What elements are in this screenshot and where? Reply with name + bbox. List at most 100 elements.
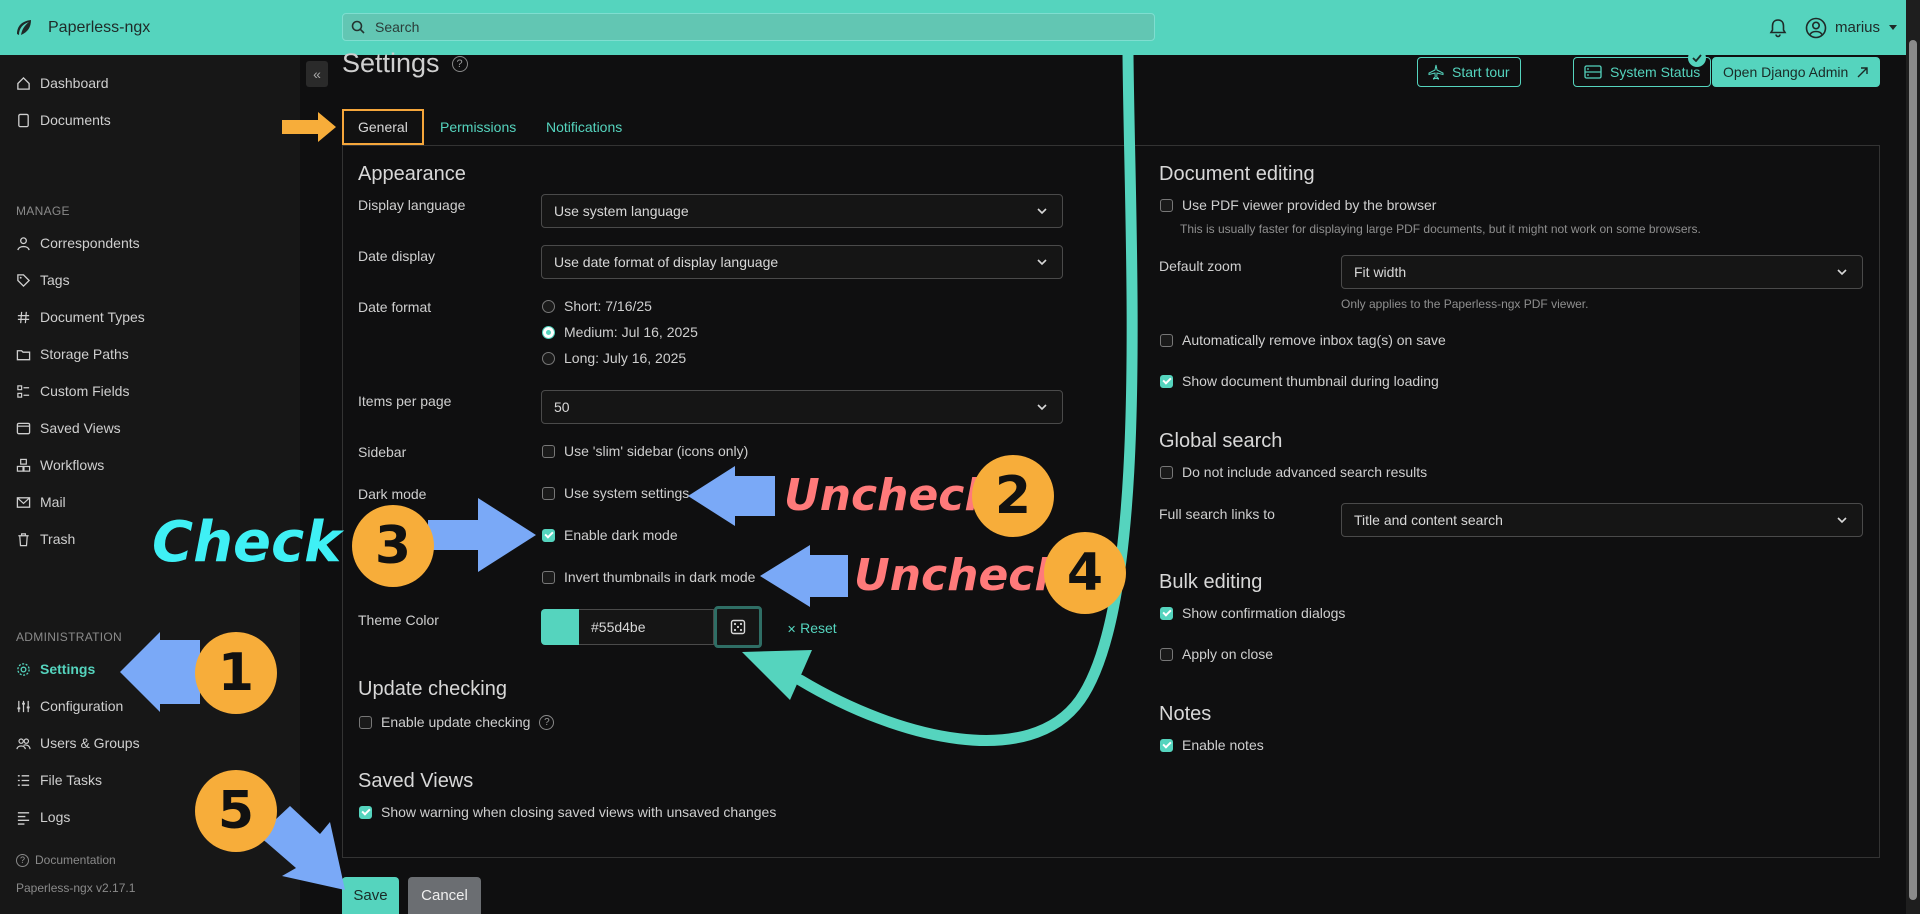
enable-notes-row[interactable]: Enable notes — [1160, 737, 1264, 753]
enable-dark-mode-checkbox-row[interactable]: Enable dark mode — [542, 527, 678, 543]
display-language-value: Use system language — [554, 203, 689, 219]
list-task-icon — [17, 774, 30, 786]
user-menu[interactable]: marius — [1805, 17, 1898, 39]
sidebar-item-tags[interactable]: Tags — [16, 272, 70, 288]
date-format-long-radio[interactable]: Long: July 16, 2025 — [542, 350, 686, 366]
full-search-links-label: Full search links to — [1159, 506, 1275, 522]
search-box[interactable] — [342, 13, 1155, 41]
tab-general[interactable]: General — [342, 109, 424, 145]
date-display-select[interactable]: Use date format of display language — [541, 245, 1063, 279]
sidebar-item-dashboard[interactable]: Dashboard — [16, 75, 109, 91]
hash-icon — [17, 311, 30, 323]
radio-button-selected[interactable] — [542, 325, 555, 339]
sidebar-item-logs[interactable]: Logs — [16, 809, 70, 825]
tab-notifications[interactable]: Notifications — [546, 119, 623, 135]
question-circle-icon[interactable]: ? — [539, 714, 555, 730]
sidebar-item-label: Workflows — [40, 457, 105, 473]
use-system-settings-checkbox[interactable] — [542, 486, 555, 500]
confirmation-dialogs-row[interactable]: Show confirmation dialogs — [1160, 605, 1345, 621]
open-django-admin-button[interactable]: Open Django Admin — [1712, 57, 1881, 87]
date-format-medium-radio[interactable]: Medium: Jul 16, 2025 — [542, 324, 698, 340]
sidebar-item-users-groups[interactable]: Users & Groups — [16, 735, 140, 751]
enable-notes-label: Enable notes — [1182, 737, 1264, 753]
global-search-heading: Global search — [1159, 430, 1283, 452]
saved-views-warning-row[interactable]: Show warning when closing saved views wi… — [359, 804, 776, 820]
pdf-viewer-label: Use PDF viewer provided by the browser — [1182, 197, 1437, 213]
random-color-button[interactable] — [714, 606, 762, 648]
sliders-icon — [17, 700, 30, 712]
enable-update-checking-row[interactable]: Enable update checking ? — [359, 714, 555, 730]
sidebar-item-file-tasks[interactable]: File Tasks — [16, 772, 102, 788]
default-zoom-select[interactable]: Fit width — [1341, 255, 1863, 289]
document-editing-heading: Document editing — [1159, 163, 1315, 185]
scrollbar-thumb[interactable] — [1909, 40, 1917, 900]
page-title-text: Settings — [342, 48, 440, 78]
use-system-settings-checkbox-row[interactable]: Use system settings — [542, 485, 689, 501]
app-brand[interactable]: Paperless-ngx — [14, 0, 150, 55]
slim-sidebar-checkbox[interactable] — [542, 444, 555, 458]
help-icon[interactable]: ? — [451, 55, 468, 72]
theme-color-swatch[interactable] — [541, 609, 579, 645]
sidebar-item-label: Correspondents — [40, 235, 140, 251]
sidebar-item-mail[interactable]: Mail — [16, 494, 66, 510]
ui-checks-icon — [17, 384, 30, 398]
sidebar-item-settings[interactable]: Settings — [16, 661, 95, 677]
auto-remove-inbox-checkbox[interactable] — [1160, 333, 1173, 347]
start-tour-button[interactable]: Start tour — [1417, 57, 1521, 87]
reset-theme-color-link[interactable]: ✕ Reset — [787, 620, 837, 636]
search-input[interactable] — [373, 18, 1133, 36]
display-language-select[interactable]: Use system language — [541, 194, 1063, 228]
date-display-label: Date display — [358, 248, 436, 264]
system-status-label: System Status — [1610, 64, 1701, 80]
invert-thumbnails-checkbox-row[interactable]: Invert thumbnails in dark mode — [542, 569, 755, 585]
apply-on-close-row[interactable]: Apply on close — [1160, 646, 1273, 662]
enable-notes-checkbox[interactable] — [1160, 738, 1173, 752]
no-advanced-search-checkbox[interactable] — [1160, 465, 1173, 479]
show-thumbnail-checkbox[interactable] — [1160, 374, 1173, 388]
pdf-viewer-checkbox[interactable] — [1160, 198, 1173, 212]
show-thumbnail-row[interactable]: Show document thumbnail during loading — [1160, 373, 1439, 389]
cancel-button[interactable]: Cancel — [408, 877, 481, 914]
sidebar-item-label: Document Types — [40, 309, 145, 325]
sidebar-item-custom-fields[interactable]: Custom Fields — [16, 383, 129, 399]
items-per-page-select[interactable]: 50 — [541, 390, 1063, 424]
reset-label: Reset — [800, 620, 837, 636]
sidebar-item-label: File Tasks — [40, 772, 102, 788]
sidebar-item-workflows[interactable]: Workflows — [16, 457, 104, 473]
enable-update-checking-checkbox[interactable] — [359, 715, 372, 729]
slim-sidebar-checkbox-row[interactable]: Use 'slim' sidebar (icons only) — [542, 443, 748, 459]
arrow-up-right-icon — [1857, 66, 1869, 77]
full-search-links-select[interactable]: Title and content search — [1341, 503, 1863, 537]
saved-views-warning-checkbox[interactable] — [359, 805, 372, 819]
radio-button[interactable] — [542, 299, 555, 313]
no-advanced-search-row[interactable]: Do not include advanced search results — [1160, 464, 1427, 480]
collapse-sidebar-button[interactable]: « — [306, 61, 328, 87]
bell-icon[interactable] — [1769, 18, 1787, 38]
sidebar-item-saved-views[interactable]: Saved Views — [16, 420, 121, 436]
sidebar-item-storage-paths[interactable]: Storage Paths — [16, 346, 129, 362]
scrollbar[interactable] — [1906, 0, 1920, 914]
pdf-viewer-row[interactable]: Use PDF viewer provided by the browser — [1160, 197, 1436, 213]
date-format-short-radio[interactable]: Short: 7/16/25 — [542, 298, 652, 314]
radio-button[interactable] — [542, 351, 555, 365]
theme-color-input[interactable]: #55d4be — [579, 609, 714, 645]
manage-heading: MANAGE — [16, 204, 70, 218]
confirmation-dialogs-checkbox[interactable] — [1160, 606, 1173, 620]
save-button[interactable]: Save — [342, 877, 399, 914]
apply-on-close-checkbox[interactable] — [1160, 647, 1173, 661]
tab-permissions[interactable]: Permissions — [440, 119, 517, 135]
sidebar-item-document-types[interactable]: Document Types — [16, 309, 145, 325]
documentation-link[interactable]: ? Documentation — [16, 853, 116, 867]
enable-dark-mode-checkbox[interactable] — [542, 528, 555, 542]
file-icon — [18, 113, 29, 127]
auto-remove-inbox-row[interactable]: Automatically remove inbox tag(s) on sav… — [1160, 332, 1446, 348]
sidebar-item-documents[interactable]: Documents — [16, 112, 111, 128]
sidebar-item-configuration[interactable]: Configuration — [16, 698, 123, 714]
hdd-rack-icon — [1584, 65, 1602, 79]
invert-thumbnails-checkbox[interactable] — [542, 570, 555, 584]
tag-icon — [17, 273, 31, 287]
sidebar-item-trash[interactable]: Trash — [16, 531, 75, 547]
system-status-button[interactable]: System Status — [1573, 57, 1712, 87]
chevron-down-icon — [1037, 404, 1047, 411]
sidebar-item-correspondents[interactable]: Correspondents — [16, 235, 140, 251]
